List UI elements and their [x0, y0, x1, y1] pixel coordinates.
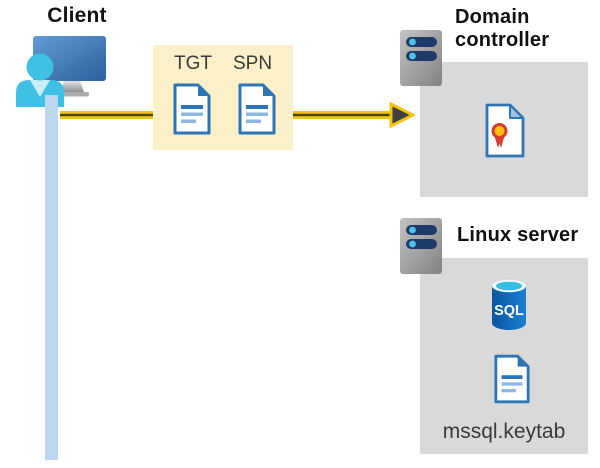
domain-controller-server-icon: [400, 30, 442, 86]
ticket-box: TGT SPN: [153, 45, 293, 150]
spn-document-icon: [238, 83, 276, 135]
certificate-icon: [485, 103, 525, 158]
client-computer-user-icon: [16, 36, 106, 107]
client-label: Client: [47, 4, 107, 27]
domain-controller-panel: [420, 62, 588, 197]
keytab-document-icon: [494, 354, 530, 404]
client-connection-line: [45, 95, 58, 460]
sql-icon-label: SQL: [494, 303, 524, 319]
tgt-document-icon: [173, 83, 211, 135]
linux-server-icon: [400, 218, 442, 274]
sql-database-icon: SQL: [492, 279, 526, 330]
linux-server-label: Linux server: [457, 224, 579, 246]
keytab-filename-label: mssql.keytab: [442, 420, 566, 443]
domain-controller-label: Domain controller: [455, 6, 550, 51]
spn-label: SPN: [233, 53, 273, 74]
tgt-label: TGT: [174, 53, 212, 74]
linux-server-panel: SQL mssql.keytab: [420, 258, 588, 454]
